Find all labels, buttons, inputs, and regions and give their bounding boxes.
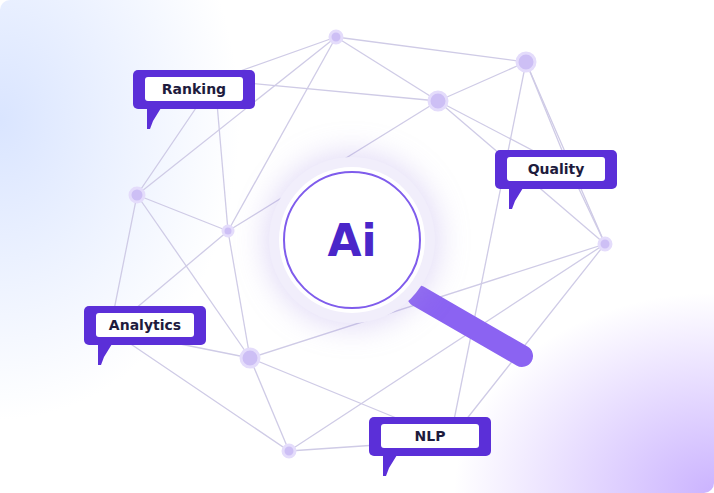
callout-box: Quality [495, 150, 617, 189]
callout-box: NLP [369, 417, 491, 456]
callout-label: Ranking [145, 77, 243, 101]
callout-box: Ranking [133, 70, 255, 109]
callout-label: Analytics [96, 313, 194, 337]
callout-label: NLP [381, 424, 479, 448]
callout-box: Analytics [84, 306, 206, 345]
callout-tail [147, 109, 161, 129]
magnifier-handle [418, 296, 522, 356]
lens-label: Ai [327, 215, 376, 266]
callout-tail [509, 189, 523, 209]
callout-label: Quality [507, 157, 605, 181]
callout-tail [98, 345, 112, 365]
magnifier-lens: Ai [279, 167, 425, 313]
callout-tail [383, 456, 397, 476]
